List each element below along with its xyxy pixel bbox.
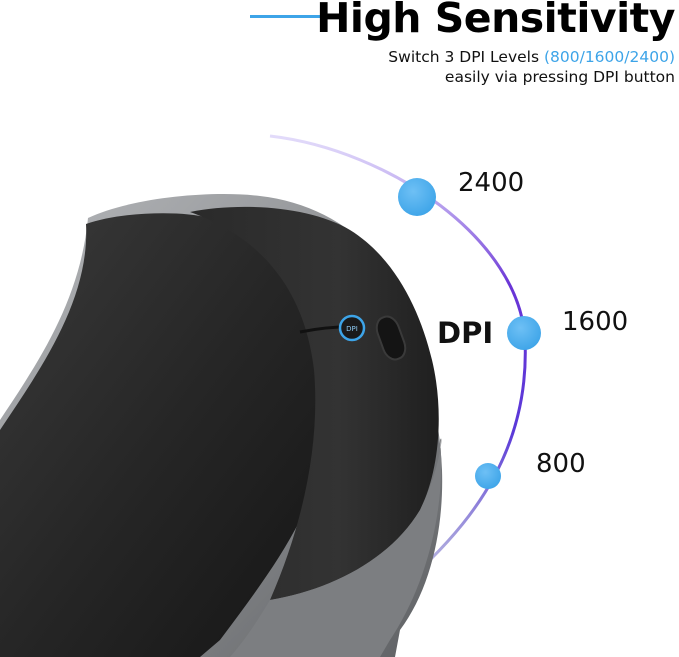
- mouse-lower-trim: [230, 438, 442, 657]
- dpi-dot-1600: [507, 316, 541, 350]
- scroll-wheel: [375, 315, 407, 361]
- dpi-level-800: 800: [536, 449, 586, 479]
- dpi-button-glyph: DPI: [346, 325, 358, 333]
- page-title: High Sensitivity: [316, 0, 675, 42]
- dpi-level-1600: 1600: [562, 307, 629, 337]
- subtitle-prefix: Switch 3 DPI Levels: [388, 48, 544, 66]
- dpi-label: DPI: [437, 316, 494, 350]
- dpi-levels-highlight: (800/1600/2400): [543, 48, 675, 66]
- dpi-level-2400: 2400: [458, 168, 525, 198]
- mouse-body: [0, 213, 329, 657]
- dpi-button: DPI: [338, 314, 366, 342]
- subtitle-line-1: Switch 3 DPI Levels (800/1600/2400): [255, 48, 675, 66]
- accent-line: [250, 15, 336, 18]
- dpi-dot-800: [475, 463, 501, 489]
- mouse-side-panel: [190, 206, 439, 600]
- dpi-dot-2400: [398, 178, 436, 216]
- subtitle-line-2: easily via pressing DPI button: [444, 68, 675, 86]
